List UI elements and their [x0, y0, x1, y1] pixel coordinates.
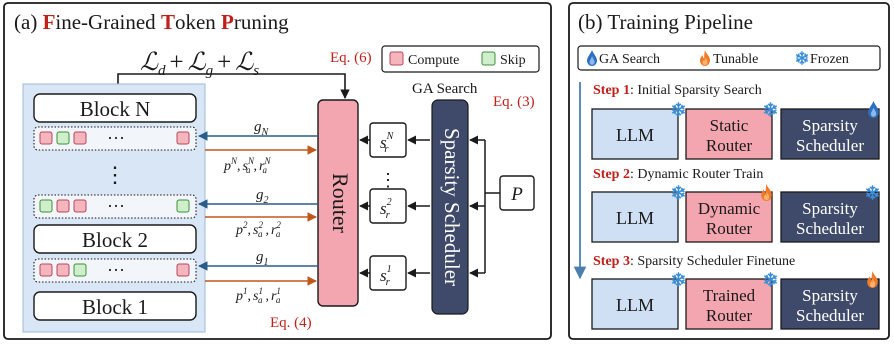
loss-feedback-arrow: [117, 73, 350, 99]
token-skip: [56, 131, 70, 145]
block-n: [33, 93, 197, 123]
skip-legend-label: Skip: [500, 53, 526, 68]
sparsity-scheduler-box: [431, 99, 469, 315]
step-1-router-line-2: Router: [706, 136, 753, 155]
block-1-label: Block 1: [82, 295, 148, 319]
step-3-router-line-1: Trained: [703, 286, 756, 305]
step-1-llm: [591, 108, 679, 160]
frozen-legend-label: Frozen: [810, 52, 849, 67]
panel-b-frame: [568, 2, 890, 340]
ga-search-legend-label: GA Search: [599, 52, 660, 67]
tunable-legend-label: Tunable: [713, 52, 758, 67]
token-compute: [176, 263, 190, 277]
router-label: Router: [328, 173, 353, 234]
step-3-llm: [591, 278, 679, 330]
step-1-llm-label: LLM: [616, 125, 654, 145]
token-ellipsis: ···: [107, 260, 125, 280]
token-ellipsis: ···: [107, 196, 125, 216]
gate-label-2: g2: [256, 187, 269, 206]
compute-legend-label: Compute: [408, 53, 459, 68]
panel-b-legend: [577, 45, 881, 71]
panel-a-title: (a) Fine-Grained Token Pruning: [14, 10, 289, 34]
block-1: [33, 291, 197, 321]
skip-legend-swatch: [481, 51, 496, 66]
token-compute: [39, 263, 53, 277]
panel-b-title: (b) Training Pipeline: [578, 10, 753, 34]
ga-search-label: GA Search: [412, 81, 478, 97]
block-n-label: Block N: [80, 97, 151, 121]
param-p-label: P: [510, 184, 523, 205]
token-compute: [73, 131, 87, 145]
step-1-title: Step 1: Initial Sparsity Search: [593, 83, 762, 98]
block-2: [33, 224, 197, 254]
step-3-scheduler-line-1: Sparsity: [802, 286, 858, 305]
token-compute: [56, 199, 70, 213]
step-1-router: [685, 108, 773, 160]
block-2-label: Block 2: [82, 228, 148, 252]
gate-label-1: g1: [256, 249, 269, 268]
token-compute: [39, 131, 53, 145]
step-2-scheduler-line-2: Scheduler: [796, 219, 864, 238]
panel-a-legend: [381, 45, 540, 73]
step-2-router-line-2: Router: [706, 219, 753, 238]
token-skip: [39, 199, 53, 213]
step-3-scheduler-line-2: Scheduler: [796, 306, 864, 325]
step-2-router-line-1: Dynamic: [698, 199, 761, 218]
token-compute: [176, 131, 190, 145]
step-2-scheduler-line-1: Sparsity: [802, 199, 858, 218]
step-1-router-line-1: Static: [710, 116, 749, 135]
step-1-scheduler-line-1: Sparsity: [802, 116, 858, 135]
step-2-router: [685, 191, 773, 243]
step-2-title: Step 2: Dynamic Router Train: [593, 167, 763, 182]
step-2-scheduler: [780, 191, 880, 243]
step-3-scheduler: [780, 278, 880, 330]
token-compute: [73, 199, 87, 213]
gate-label-n: gN: [254, 119, 270, 138]
router-box: [317, 99, 359, 307]
step-3-title: Step 3: Sparsity Scheduler Finetune: [593, 254, 795, 269]
token-compute: [56, 263, 70, 277]
step-2-llm: [591, 191, 679, 243]
block-vertical-ellipsis: ⋮: [104, 162, 126, 187]
step-3-llm-label: LLM: [616, 295, 654, 315]
loss-expression: ℒd+ℒg+ℒs: [140, 49, 259, 79]
token-ellipsis: ···: [107, 128, 125, 148]
step-3-router: [685, 278, 773, 330]
ratio-vertical-ellipsis: ⋮: [379, 170, 397, 190]
token-skip: [73, 263, 87, 277]
step-2-llm-label: LLM: [616, 208, 654, 228]
step-3-router-line-2: Router: [706, 306, 753, 325]
eq6-label: Eq. (6): [330, 50, 372, 66]
step-1-scheduler: [780, 108, 880, 160]
eq3-label: Eq. (3): [493, 94, 535, 110]
step-1-scheduler-line-2: Scheduler: [796, 136, 864, 155]
sparsity-scheduler-label: Sparsity Scheduler: [440, 128, 464, 286]
compute-legend-swatch: [389, 51, 404, 66]
eq4-label: Eq. (4): [270, 315, 312, 331]
token-skip: [176, 199, 190, 213]
